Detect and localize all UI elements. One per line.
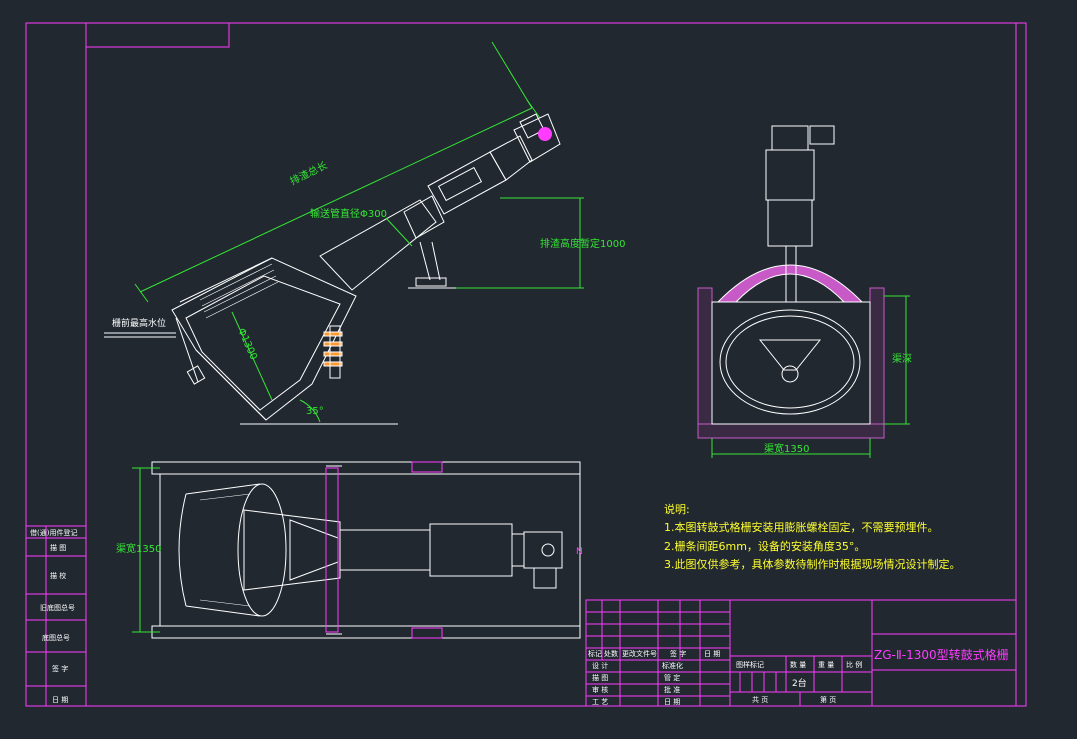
tb-sheet-no: 第 页 bbox=[820, 695, 836, 704]
north-arrow-icon: N bbox=[576, 547, 583, 557]
angle-arc bbox=[299, 399, 321, 423]
side-view: 排渣总长 输送管直径Φ300 排渣高度暂定1000 bbox=[104, 41, 625, 425]
tb-qty-value: 2台 bbox=[792, 677, 807, 689]
tb-header-mark: 标记 bbox=[588, 649, 602, 658]
label-channel-depth: 渠深 bbox=[892, 353, 912, 365]
notes-heading: 说明: bbox=[664, 502, 690, 516]
motor-icon bbox=[538, 127, 552, 141]
screen-diameter-dimension bbox=[231, 311, 273, 401]
drum-housing bbox=[171, 257, 357, 421]
strip-label-1: 借(通)用件登记 bbox=[30, 528, 77, 537]
tb-header-date: 日 期 bbox=[704, 650, 720, 658]
plan-pipe bbox=[339, 523, 563, 589]
tb-header-weight: 重 量 bbox=[818, 661, 834, 669]
discharge-height-dimension bbox=[450, 197, 584, 289]
pipe-diameter-dimension bbox=[385, 217, 413, 247]
strip-label-4: 旧底图总号 bbox=[40, 603, 75, 612]
tb-row-date: 日 期 bbox=[664, 698, 680, 706]
plan-width-dimension bbox=[132, 467, 160, 633]
strip-label-7: 日 期 bbox=[52, 696, 68, 704]
label-plan-width: 渠宽1350 bbox=[116, 542, 161, 555]
tb-row-draw: 描 图 bbox=[592, 673, 608, 682]
vertical-pipe bbox=[765, 125, 835, 302]
plan-view: N 渠宽1350 bbox=[116, 461, 583, 639]
title-block-text: ZG-Ⅱ-1300型转鼓式格栅 标记 处数 更改文件号 签 字 日 期 设 计 … bbox=[588, 647, 1009, 706]
tb-header-change-doc: 更改文件号 bbox=[622, 649, 657, 658]
note-line-3: 3.此图仅供参考，具体参数待制作时根据现场情况设计制定。 bbox=[664, 557, 961, 571]
drum-end bbox=[711, 301, 871, 425]
left-strip-labels: 借(通)用件登记 描 图 描 校 旧底图总号 底图总号 签 字 日 期 bbox=[30, 528, 77, 704]
tb-header-qty: 数 量 bbox=[790, 660, 806, 669]
tb-row-process: 工 艺 bbox=[592, 698, 608, 706]
tb-header-sign: 签 字 bbox=[670, 649, 686, 658]
channel-walls bbox=[697, 287, 885, 439]
tb-header-scale: 比 例 bbox=[846, 660, 862, 669]
drawing-frame bbox=[25, 22, 1027, 707]
strip-label-6: 签 字 bbox=[52, 664, 68, 673]
end-view: 渠深 渠宽1350 bbox=[697, 125, 912, 458]
plan-flanges bbox=[325, 461, 443, 639]
tb-row-check: 审 核 bbox=[592, 685, 608, 694]
strip-label-5: 底图总号 bbox=[42, 633, 70, 642]
strip-label-2: 描 图 bbox=[50, 543, 66, 552]
end-width-dimension bbox=[711, 438, 871, 458]
strip-label-3: 描 校 bbox=[50, 571, 66, 580]
tb-row-standard: 标准化 bbox=[662, 661, 683, 670]
label-water-level: 栅前最高水位 bbox=[112, 317, 166, 329]
label-end-width: 渠宽1350 bbox=[764, 442, 809, 455]
drum-bars bbox=[199, 263, 279, 319]
drawing-title: ZG-Ⅱ-1300型转鼓式格栅 bbox=[874, 647, 1009, 662]
tb-row-manage: 管 定 bbox=[664, 673, 680, 682]
tb-row-design: 设 计 bbox=[592, 661, 608, 670]
label-pipe-diameter: 输送管直径Φ300 bbox=[310, 207, 387, 220]
tb-row-approve: 批 准 bbox=[664, 685, 680, 694]
label-discharge-height: 排渣高度暂定1000 bbox=[540, 237, 625, 250]
water-level-marker bbox=[104, 332, 176, 338]
notes-block: 说明: 1.本图转鼓式格栅安装用膨胀螺栓固定，不需要预埋件。 2.栅条间距6mm… bbox=[664, 502, 961, 571]
total-length-dimension bbox=[134, 41, 541, 303]
tb-header-count: 处数 bbox=[604, 649, 618, 658]
label-angle: 35° bbox=[306, 406, 324, 417]
tb-sheets-total: 共 页 bbox=[752, 695, 768, 704]
note-line-1: 1.本图转鼓式格栅安装用膨胀螺栓固定，不需要预埋件。 bbox=[664, 520, 939, 534]
depth-dimension bbox=[884, 295, 910, 425]
tb-header-stage: 图样标记 bbox=[736, 660, 764, 669]
support-stand bbox=[408, 241, 456, 289]
title-block bbox=[585, 599, 1017, 707]
mount-bracket bbox=[323, 331, 343, 367]
note-line-2: 2.栅条间距6mm，设备的安装角度35°。 bbox=[664, 539, 865, 553]
